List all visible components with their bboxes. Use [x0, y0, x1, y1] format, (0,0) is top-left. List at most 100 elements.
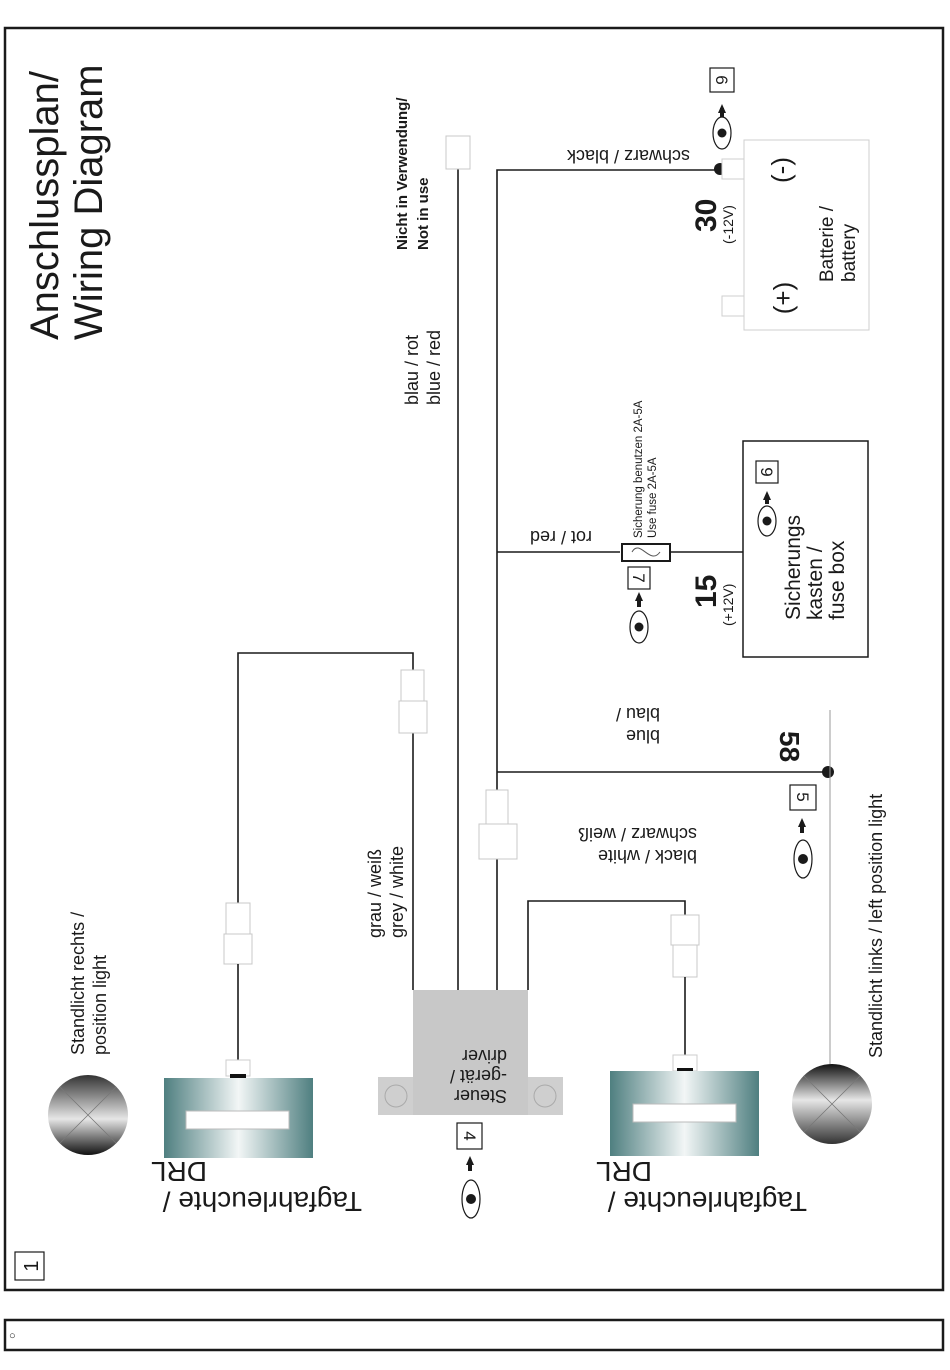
wire-black-white	[527, 900, 686, 990]
fuse-note: Sicherung benutzen 2A-5A Use fuse 2A-5A	[633, 400, 659, 538]
drl-left-window	[632, 1103, 737, 1123]
position-light-right	[48, 1075, 128, 1155]
fuse-box: Sicherungs kasten / fuse box	[742, 440, 869, 658]
driver-label-2: -gerät /	[450, 1066, 507, 1086]
step-9-indicator: 9	[755, 460, 779, 537]
svg-text:4: 4	[460, 1131, 479, 1140]
driver-label-1: Steuer	[454, 1086, 507, 1106]
fuse-symbol-icon	[631, 547, 661, 557]
driver-mount-left	[378, 1077, 414, 1115]
svg-text:9: 9	[757, 467, 776, 476]
step-6-indicator: 6	[709, 67, 735, 150]
fuse-box-label-2: kasten /	[804, 546, 827, 620]
svg-text:blau /: blau /	[616, 704, 660, 724]
drl-right	[164, 1059, 313, 1158]
svg-text:DRL: DRL	[596, 1156, 652, 1187]
wire-label-grey-white: grau / weiß grey / white	[365, 846, 407, 938]
step-7-badge	[627, 566, 651, 590]
drl-right-plug	[225, 1059, 251, 1077]
footer-marker: ○	[9, 1330, 16, 1342]
terminal-58-number: 58	[774, 731, 805, 762]
wire-label-black-white: black / white schwarz / weiß	[578, 824, 697, 866]
title-line1: Anschlussplan/	[23, 70, 67, 340]
svg-text:Standlicht rechts /: Standlicht rechts /	[68, 912, 88, 1055]
battery-label-de: Batterie /	[817, 205, 838, 282]
drl-right-window	[185, 1110, 290, 1130]
fuse-note-de: Sicherung benutzen 2A-5A	[633, 400, 645, 538]
svg-text:schwarz / weiß: schwarz / weiß	[578, 824, 697, 844]
driver-body	[413, 990, 528, 1115]
diagram-title: Anschlussplan/ Wiring Diagram	[23, 64, 111, 340]
wire-label-red: rot / red	[530, 527, 592, 547]
terminal-15-voltage: (+12V)	[720, 584, 736, 626]
battery-plus: (+)	[768, 282, 798, 315]
step-9-badge	[755, 460, 779, 484]
wire-black	[496, 169, 720, 990]
diagram-frame	[3, 26, 945, 1292]
drl-right-label: Tagfahrleuchte / DRL	[151, 1156, 362, 1217]
wire-grey-white-upper	[237, 652, 414, 903]
step-7-indicator: 7	[627, 566, 651, 644]
title-line2: Wiring Diagram	[67, 64, 111, 340]
position-light-right-label: Standlicht rechts / position light	[68, 912, 110, 1055]
svg-text:position light: position light	[90, 955, 110, 1055]
left-drl-connector-b	[672, 944, 698, 978]
step-5-badge	[789, 784, 817, 811]
battery: (-) (+) Batterie / battery	[721, 139, 870, 331]
page-number-badge	[14, 1251, 45, 1281]
svg-text:grey / white: grey / white	[387, 846, 407, 938]
svg-text:7: 7	[629, 573, 648, 582]
left-drl-connector-a	[670, 914, 700, 946]
drl-left	[610, 1054, 759, 1156]
page-number: 1	[21, 1260, 43, 1271]
wire-label-blue: blue blau /	[616, 704, 660, 746]
step-4-badge	[456, 1122, 483, 1150]
step-5-indicator: 5	[789, 784, 817, 879]
not-in-use-label: Nicht in Verwendung/ Not in use	[394, 97, 432, 250]
position-light-left-label: Standlicht links / left position light	[866, 794, 886, 1058]
blue-connector-b	[478, 823, 518, 860]
footer-frame	[3, 1318, 945, 1352]
svg-text:6: 6	[712, 75, 731, 84]
svg-text:grau / weiß: grau / weiß	[365, 849, 385, 938]
svg-text:Nicht in Verwendung/: Nicht in Verwendung/	[394, 97, 411, 250]
driver-unit: Steuer -gerät / driver	[378, 990, 563, 1115]
svg-text:Tagfahrleuchte /: Tagfahrleuchte /	[608, 1186, 807, 1217]
svg-text:blue: blue	[626, 726, 660, 746]
terminal-30-number: 30	[690, 199, 723, 232]
blue-connector-a	[485, 789, 509, 827]
battery-label-en: battery	[839, 223, 860, 282]
svg-text:blue / red: blue / red	[424, 330, 444, 405]
terminal-15-number: 15	[690, 575, 723, 608]
battery-minus: (-)	[766, 157, 796, 183]
terminal-58-dot	[822, 766, 834, 778]
step-4-indicator: 4	[456, 1122, 483, 1219]
right-drl-connector-a	[225, 902, 251, 936]
drl-left-label: Tagfahrleuchte / DRL	[596, 1156, 807, 1217]
battery-minus-post	[721, 158, 745, 180]
svg-text:Not in use: Not in use	[415, 177, 432, 250]
svg-text:blau / rot: blau / rot	[402, 335, 422, 405]
battery-plus-post	[721, 295, 745, 317]
wire-label-blue-red: blau / rot blue / red	[402, 330, 444, 405]
mount-hole-icon	[533, 1084, 557, 1108]
right-drl-connector-b	[223, 933, 253, 965]
fuse-box-label-1: Sicherungs	[782, 515, 805, 620]
grey-connector-b	[398, 700, 428, 734]
svg-text:DRL: DRL	[151, 1156, 207, 1187]
mount-hole-icon	[384, 1084, 408, 1108]
step-6-badge	[709, 67, 735, 93]
svg-text:5: 5	[793, 792, 812, 801]
fuse-note-en: Use fuse 2A-5A	[647, 457, 659, 538]
grey-connector-a	[400, 669, 425, 702]
position-light-left	[792, 1064, 872, 1144]
svg-text:black / white: black / white	[598, 846, 697, 866]
terminal-30-voltage: (-12V)	[720, 205, 736, 244]
driver-mount-right	[527, 1077, 563, 1115]
driver-label-3: driver	[462, 1046, 507, 1066]
battery-body	[743, 139, 870, 331]
wire-label-black: schwarz / black	[566, 146, 690, 166]
fuse-box-label-3: fuse box	[826, 540, 849, 620]
unused-connector	[445, 135, 471, 170]
